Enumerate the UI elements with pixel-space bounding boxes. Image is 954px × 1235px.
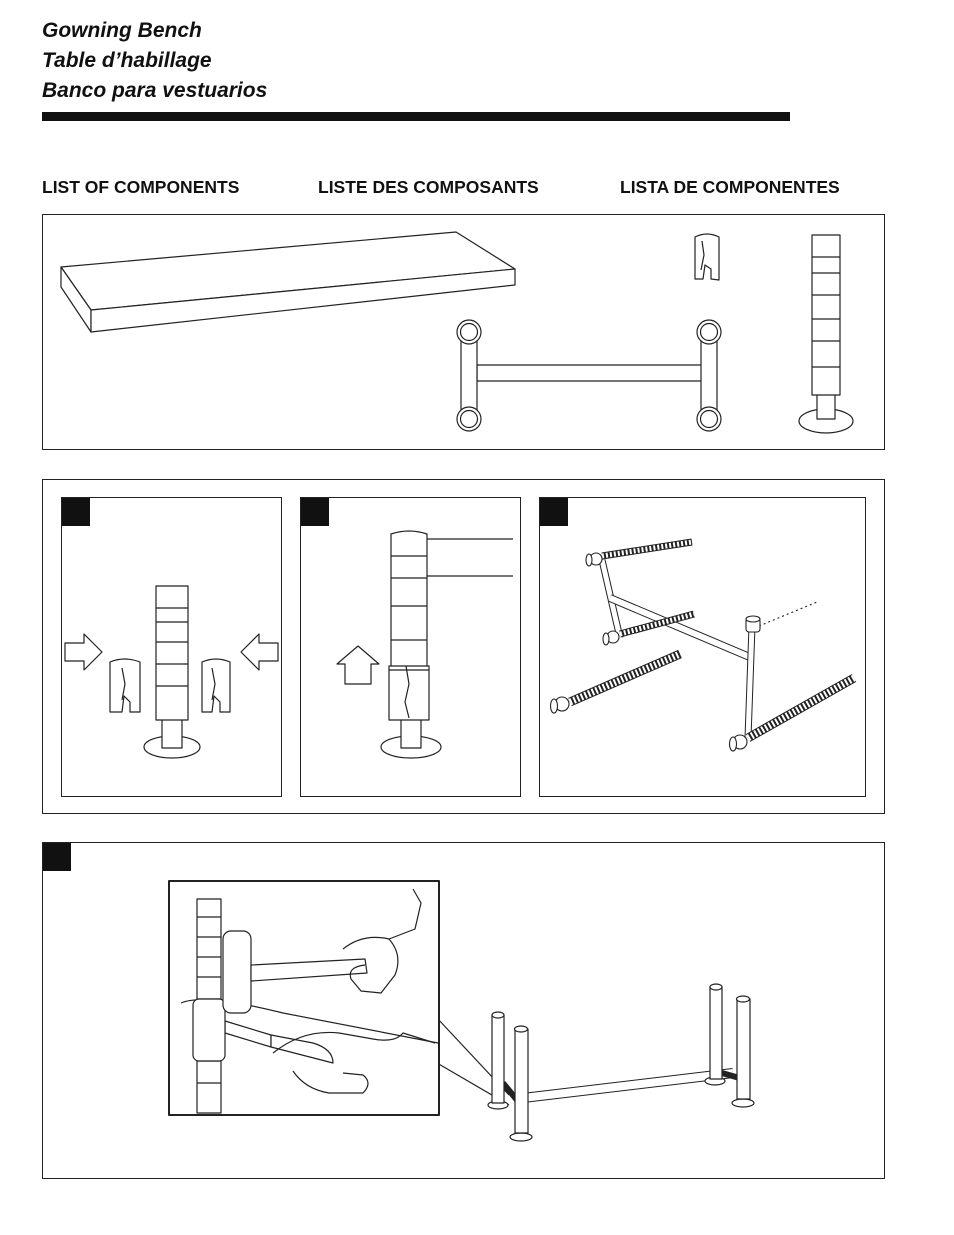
mallet-illustration <box>223 931 367 1013</box>
components-heading-french: LISTE DES COMPOSANTS <box>318 177 539 197</box>
arrow-left-icon <box>241 634 278 670</box>
split-sleeve-illustration <box>695 234 719 280</box>
detail-callout-illustration <box>181 889 438 1113</box>
components-heading-spanish: LISTA DE COMPONENTES <box>620 177 840 197</box>
final-assembly-illustration <box>43 843 886 1180</box>
step-2-marker <box>301 498 329 526</box>
assembly-steps-box <box>42 479 885 814</box>
step-2-panel <box>300 497 521 797</box>
components-box <box>42 214 885 450</box>
step-1-illustration <box>62 498 283 798</box>
threaded-posts <box>570 542 854 738</box>
step-3-illustration <box>540 498 867 798</box>
post-with-foot-illustration <box>799 235 853 433</box>
title-french: Table d’habillage <box>42 49 212 72</box>
title-rule <box>42 112 790 121</box>
bench-top-illustration <box>61 232 515 332</box>
step-1-panel <box>61 497 282 797</box>
step-4-marker <box>43 843 71 871</box>
components-heading-english: LIST OF COMPONENTS <box>42 177 240 197</box>
step-3-panel <box>539 497 866 797</box>
final-assembly-box <box>42 842 885 1179</box>
title-block: Gowning Bench Table d’habillage Banco pa… <box>42 16 267 106</box>
title-spanish: Banco para vestuarios <box>42 79 268 102</box>
step-2-illustration <box>301 498 522 798</box>
arrow-up-icon <box>337 646 379 684</box>
components-illustration <box>43 215 886 451</box>
assembled-bench-illustration <box>488 984 754 1141</box>
title-english: Gowning Bench <box>42 19 202 42</box>
split-sleeve-right-illustration <box>202 659 230 712</box>
step-1-marker <box>62 498 90 526</box>
step-3-marker <box>540 498 568 526</box>
arrow-right-icon <box>65 634 102 670</box>
end-frame-illustration <box>457 320 721 431</box>
